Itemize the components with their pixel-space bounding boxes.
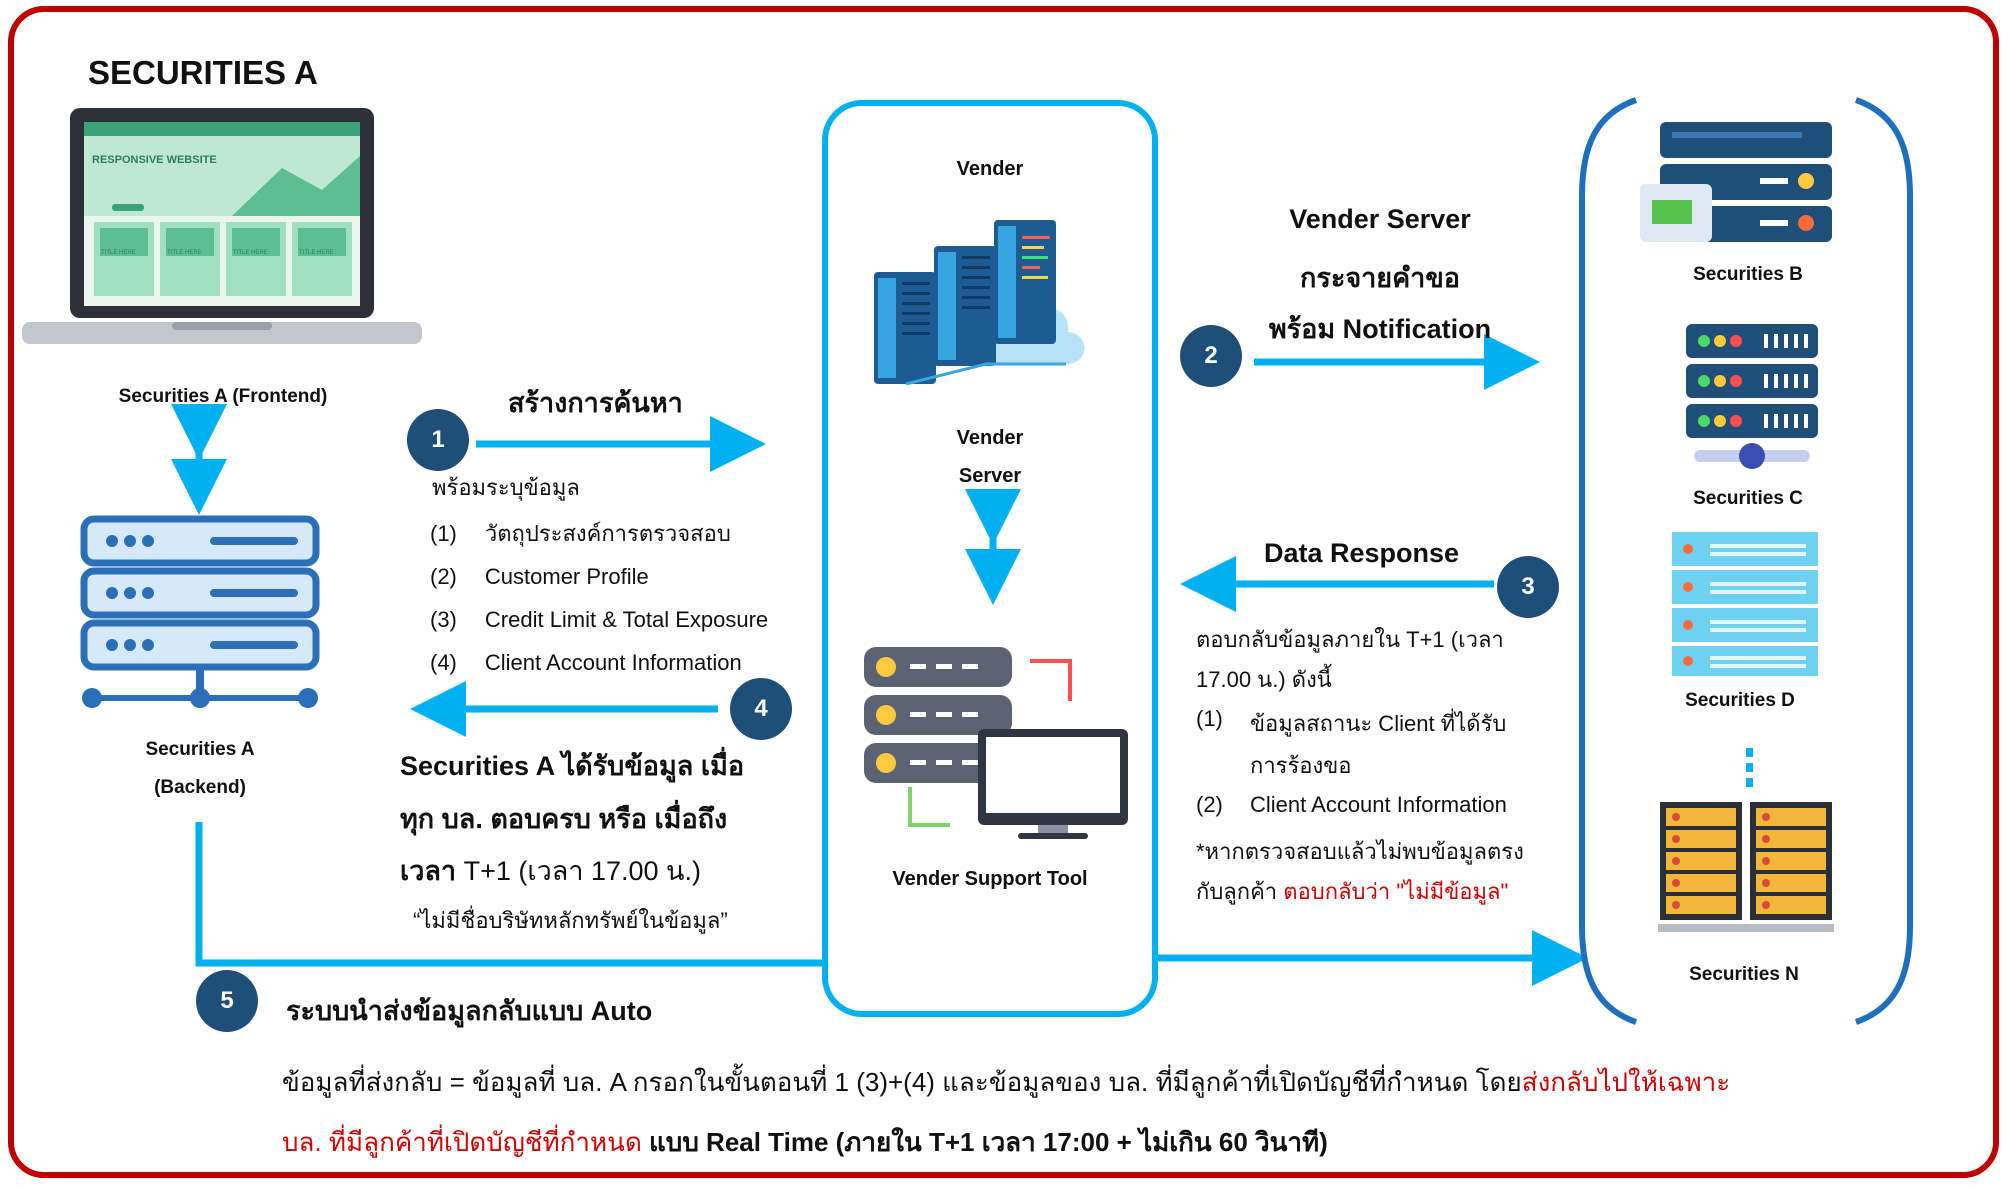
step4-line1: Securities A ได้รับข้อมูล เมื่อ — [400, 751, 745, 781]
securities-b-label: Securities B — [1693, 264, 1803, 285]
securities-group-bracket — [1579, 97, 1913, 1025]
step5-return-line — [195, 822, 822, 967]
step3-note-1: *หากตรวจสอบแล้วไม่พบข้อมูลตรง — [1196, 839, 1524, 864]
step3-item2-num: (2) — [1196, 792, 1223, 817]
step2-line3: พร้อม Notification — [1268, 314, 1492, 344]
securities-d-server-icon — [1672, 532, 1818, 676]
securities-n-label: Securities N — [1689, 964, 1799, 985]
step1-item: (1)วัตถุประสงค์การตรวจสอบ — [430, 521, 731, 546]
vender-server-racks-icon — [874, 220, 1085, 386]
step5-description-line2: บล. ที่มีลูกค้าที่เปิดบัญชีที่กำหนด แบบ … — [282, 1127, 1328, 1157]
step3-title: Data Response — [1264, 538, 1460, 568]
laptop-card-title-1: TITLE HERE — [101, 250, 136, 256]
securities-n-server-icon — [1658, 802, 1834, 932]
step3-note-2: กับลูกค้า ตอบกลับว่า "ไม่มีข้อมูล" — [1196, 879, 1509, 904]
step1-item: (2)Customer Profile — [430, 564, 649, 589]
step3-item2-text: Client Account Information — [1250, 792, 1507, 817]
more-securities-dots — [1746, 748, 1753, 787]
step3-intro-2: 17.00 น.) ดังนี้ — [1196, 667, 1332, 692]
vender-server-label-1: Vender — [956, 427, 1024, 449]
frontend-label: Securities A (Frontend) — [118, 386, 328, 407]
step5-title: ระบบนำส่งข้อมูลกลับแบบ Auto — [286, 996, 653, 1026]
step5-badge: 5 — [196, 970, 258, 1032]
step5-description-line1: ข้อมูลที่ส่งกลับ = ข้อมูลที่ บล. A กรอกใ… — [282, 1067, 1731, 1097]
step4-line3: เวลา T+1 (เวลา 17.00 น.) — [400, 856, 701, 886]
step2-line1: Vender Server — [1289, 204, 1471, 234]
step4-badge: 4 — [730, 678, 792, 740]
step4-quote: “ไม่มีชื่อบริษัทหลักทรัพย์ในข้อมูล” — [413, 908, 728, 933]
step1-title: สร้างการค้นหา — [508, 388, 683, 418]
securities-c-server-icon — [1686, 324, 1818, 469]
laptop-icon — [22, 108, 422, 344]
laptop-card-title-3: TITLE HERE — [233, 250, 268, 256]
step3-item1-line1: ข้อมูลสถานะ Client ที่ได้รับ — [1250, 711, 1507, 736]
step2-line2: กระจายคำขอ — [1299, 263, 1461, 293]
step2-badge: 2 — [1180, 325, 1242, 387]
step1-badge: 1 — [407, 409, 469, 471]
page-title: SECURITIES A — [88, 54, 318, 91]
vender-support-tool-label: Vender Support Tool — [892, 868, 1088, 890]
step3-intro-1: ตอบกลับข้อมูลภายใน T+1 (เวลา — [1196, 627, 1504, 652]
step3-item1-line2: การร้องขอ — [1250, 753, 1352, 778]
laptop-screen-heading: RESPONSIVE WEBSITE — [92, 154, 217, 166]
securities-d-label: Securities D — [1685, 690, 1795, 711]
vender-label: Vender — [956, 158, 1024, 180]
backend-server-icon — [80, 515, 320, 708]
backend-label-line1: Securities A — [145, 739, 255, 760]
step1-item: (3)Credit Limit & Total Exposure — [430, 607, 769, 632]
step1-item: (4)Client Account Information — [430, 650, 742, 675]
vender-support-tool-icon — [864, 647, 1128, 839]
backend-label-line2: (Backend) — [154, 777, 246, 798]
vender-box — [822, 100, 1158, 1017]
vender-server-label-2: Server — [958, 465, 1022, 487]
step1-intro: พร้อมระบุข้อมูล — [432, 475, 580, 500]
step1-list: (1)วัตถุประสงค์การตรวจสอบ (2)Customer Pr… — [430, 512, 768, 684]
step3-badge: 3 — [1497, 556, 1559, 618]
laptop-card-title-2: TITLE HERE — [167, 250, 202, 256]
securities-b-server-icon — [1640, 122, 1832, 242]
diagram-frame — [8, 6, 1999, 1178]
laptop-card-title-4: TITLE HERE — [299, 250, 334, 256]
step4-line2: ทุก บล. ตอบครบ หรือ เมื่อถึง — [400, 804, 728, 834]
securities-c-label: Securities C — [1693, 488, 1803, 509]
step3-item1-num: (1) — [1196, 706, 1223, 731]
